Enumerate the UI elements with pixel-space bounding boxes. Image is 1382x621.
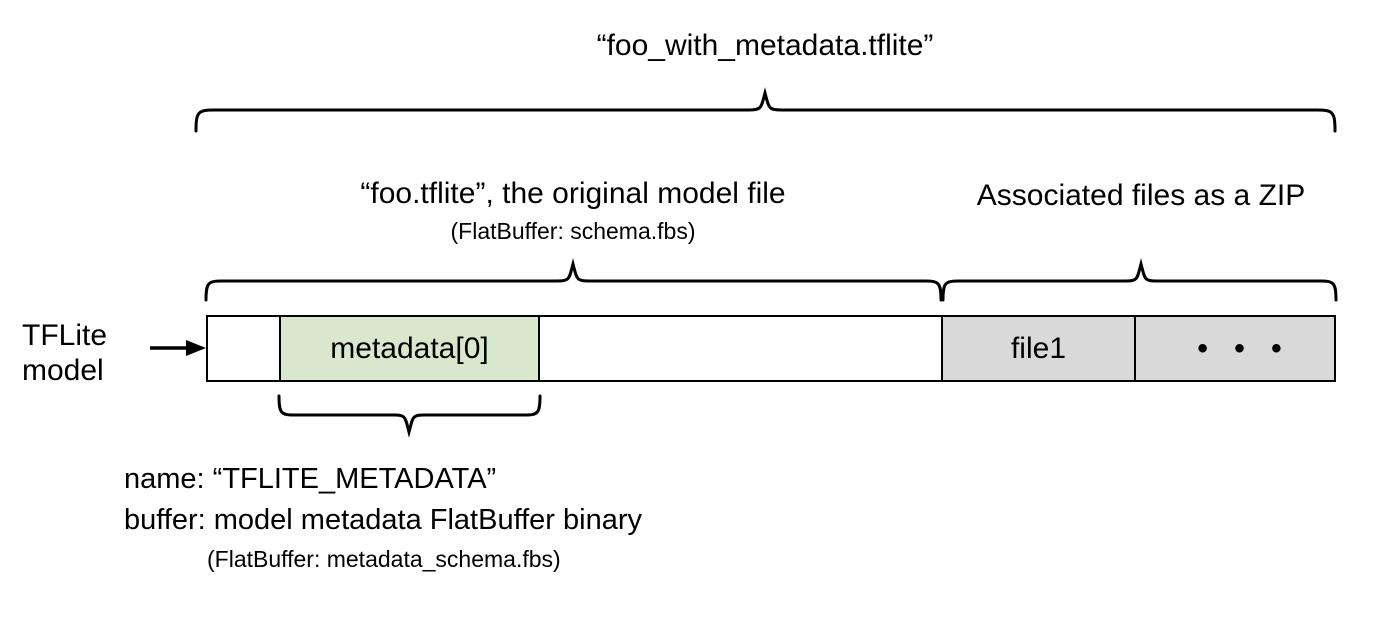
brace-associated-files-icon: [941, 258, 1338, 302]
brace-metadata-down-icon: [277, 394, 542, 438]
section-subheading-original-model: (FlatBuffer: schema.fbs): [450, 218, 696, 244]
tflite-model-label-line2: model: [22, 354, 104, 387]
block-model-rest: [538, 315, 943, 382]
block-file1: [941, 315, 1136, 382]
metadata-buffer-line: buffer: model metadata FlatBuffer binary: [124, 504, 642, 536]
block-empty-left: [206, 315, 281, 382]
tflite-model-label-line1: TFLite: [22, 319, 108, 352]
block-more-files: [1134, 315, 1336, 382]
brace-original-model-icon: [204, 258, 943, 302]
file-title: “foo_with_metadata.tflite”: [596, 29, 934, 62]
brace-top-icon: [194, 87, 1337, 133]
section-heading-original-model: “foo.tflite”, the original model file: [360, 177, 786, 210]
section-heading-associated-files: Associated files as a ZIP: [976, 179, 1306, 212]
metadata-buffer-subline: (FlatBuffer: metadata_schema.fbs): [207, 546, 561, 572]
metadata-name-line: name: “TFLITE_METADATA”: [124, 463, 497, 495]
block-metadata: [279, 315, 540, 382]
right-arrow-icon: [150, 340, 206, 356]
